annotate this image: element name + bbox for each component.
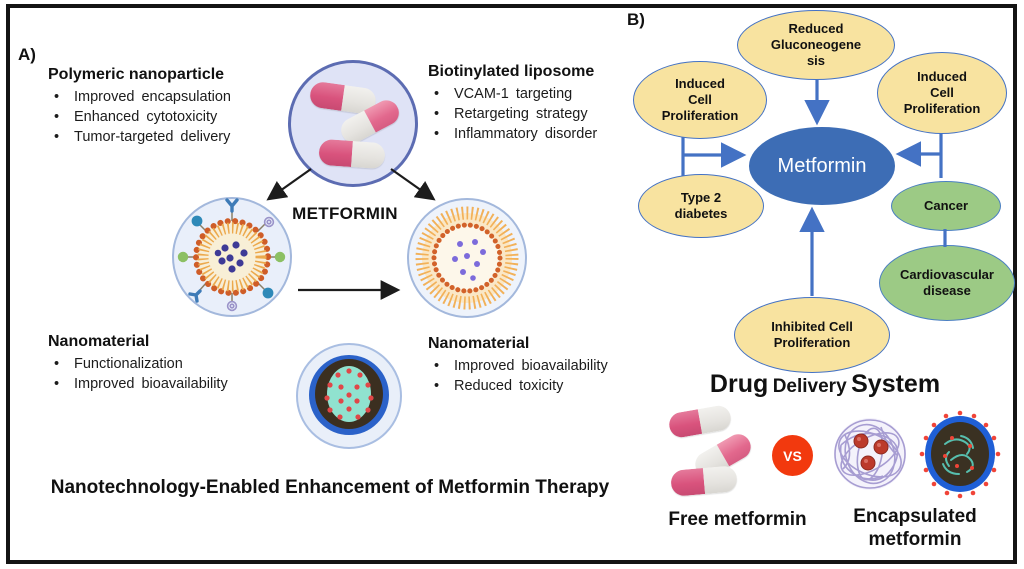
bullet-item: Improved bioavailability (428, 356, 658, 376)
section-nanomaterial-right: Nanomaterial Improved bioavailability Re… (428, 335, 658, 396)
capsule-icon (318, 138, 386, 170)
encapsulated-nanoparticle-icon (919, 410, 1001, 499)
encapsulated-metformin-label: Encapsulated metformin (853, 506, 977, 550)
bullet-item: Functionalization (48, 354, 288, 374)
node-cardiovascular-disease: Cardiovascular disease (879, 245, 1015, 321)
node-cancer: Cancer (891, 181, 1001, 231)
capsule-icon (667, 403, 733, 440)
bullet-item: Enhanced cytotoxicity (48, 107, 298, 127)
metformin-center-label: METFORMIN (292, 204, 398, 223)
title-word-drug: Drug (709, 370, 769, 398)
bullet-item: Inflammatory disorder (428, 124, 648, 144)
panel-b-label: B) (627, 10, 645, 29)
nanomaterial-sphere-icon (296, 343, 402, 449)
node-metformin: Metformin (749, 127, 895, 205)
drug-delivery-system-title: Drug Delivery System (660, 370, 990, 399)
capsule-icon (669, 465, 739, 497)
section-nanomaterial-left: Nanomaterial Functionalization Improved … (48, 333, 288, 394)
section-heading: Nanomaterial (48, 333, 150, 350)
node-reduced-gluconeogenesis: Reduced Gluconeogene sis (737, 10, 895, 80)
bullet-item: Reduced toxicity (428, 376, 658, 396)
free-pills-icon (655, 400, 775, 505)
section-heading: Polymeric nanoparticle (48, 66, 225, 83)
vs-badge-icon: VS (772, 435, 813, 476)
section-polymeric-nanoparticle: Polymeric nanoparticle Improved encapsul… (48, 66, 298, 147)
liposome-icon (407, 198, 527, 318)
polymer-mesh-nanoparticle-icon (834, 418, 906, 490)
section-biotinylated-liposome: Biotinylated liposome VCAM-1 targeting R… (428, 63, 648, 144)
title-word-delivery: Delivery (772, 376, 847, 397)
free-metformin-label: Free metformin (668, 509, 807, 530)
polymeric-nanoparticle-icon (172, 197, 292, 317)
panel-a-label: A) (18, 45, 36, 64)
bullet-item: VCAM-1 targeting (428, 84, 648, 104)
metformin-capsules-icon (288, 60, 418, 187)
section-heading: Nanomaterial (428, 335, 530, 352)
bullet-item: Improved encapsulation (48, 87, 298, 107)
node-type-2-diabetes: Type 2 diabetes (638, 174, 764, 238)
node-inhibited-cell-proliferation: Inhibited Cell Proliferation (734, 297, 890, 373)
panel-a-caption: Nanotechnology-Enabled Enhancement of Me… (50, 477, 610, 498)
node-induced-cell-proliferation-left: Induced Cell Proliferation (633, 61, 767, 139)
bullet-item: Retargeting strategy (428, 104, 648, 124)
bullet-item: Improved bioavailability (48, 374, 288, 394)
section-heading: Biotinylated liposome (428, 63, 595, 80)
title-word-system: System (851, 370, 941, 398)
node-induced-cell-proliferation-right: Induced Cell Proliferation (877, 52, 1007, 134)
bullet-item: Tumor-targeted delivery (48, 127, 298, 147)
